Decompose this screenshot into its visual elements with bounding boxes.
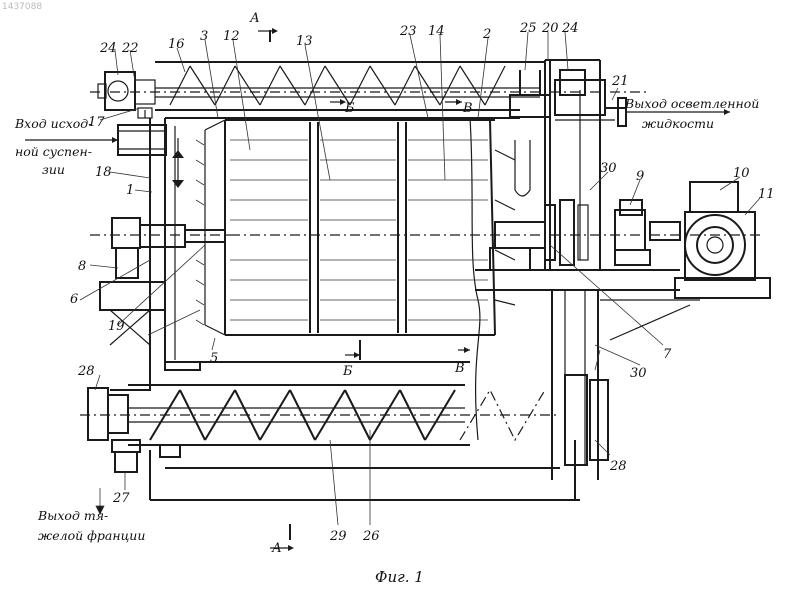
drive-unit: [475, 182, 770, 340]
label-23: 23: [399, 24, 417, 39]
outlet-heavy-label-2: желой франции: [38, 528, 145, 543]
label-20: 20: [541, 21, 559, 36]
label-28b: 28: [609, 459, 627, 474]
label-14: 14: [428, 24, 445, 39]
section-marks: А А: [249, 11, 470, 556]
label-27: 27: [112, 491, 130, 506]
belt-drive: [552, 290, 608, 480]
label-6: 6: [70, 292, 78, 307]
label-17: 17: [88, 115, 105, 130]
inlet-label-2: ной суспен-: [15, 144, 92, 159]
label-30: 30: [600, 161, 617, 176]
figure-caption: Фиг. 1: [375, 568, 424, 586]
label-8: 8: [78, 259, 86, 274]
section-a-bottom: А: [271, 541, 282, 556]
label-18: 18: [95, 165, 112, 180]
section-b-bottom: Б: [342, 364, 353, 379]
label-11: 11: [758, 187, 775, 202]
label-12: 12: [223, 29, 240, 44]
label-9: 9: [636, 169, 644, 184]
section-a-top: А: [249, 11, 260, 26]
label-26: 26: [362, 529, 380, 544]
label-13: 13: [296, 34, 313, 49]
label-21: 21: [611, 74, 629, 89]
section-v-bottom: В: [454, 361, 465, 376]
label-16: 16: [168, 37, 185, 52]
label-28: 28: [77, 364, 95, 379]
label-24: 24: [99, 41, 117, 56]
main-shaft: [90, 200, 760, 265]
label-5: 5: [210, 351, 218, 366]
label-19: 19: [108, 319, 125, 334]
label-10: 10: [733, 166, 750, 181]
rotor-drum: [196, 120, 515, 335]
label-1: 1: [126, 183, 134, 198]
outlet-clear-label-2: жидкости: [642, 116, 714, 131]
label-3: 3: [200, 29, 208, 44]
label-22: 22: [121, 41, 139, 56]
label-24b: 24: [561, 21, 579, 36]
clarified-outlet: [510, 70, 626, 196]
inlet-label-3: зии: [42, 162, 65, 177]
section-v-top: В: [462, 101, 473, 116]
label-7: 7: [663, 347, 672, 362]
label-25: 25: [519, 21, 537, 36]
label-29: 29: [329, 529, 347, 544]
outlet-clear-label-1: Выход осветленной: [624, 96, 759, 111]
inlet-label-1: Вход исход-: [14, 116, 92, 131]
label-2: 2: [482, 27, 491, 42]
label-30b: 30: [630, 366, 647, 381]
outlet-heavy-label-1: Выход тя-: [37, 508, 108, 523]
watermark: 1437088: [2, 2, 42, 12]
section-b-top: Б: [344, 101, 355, 116]
